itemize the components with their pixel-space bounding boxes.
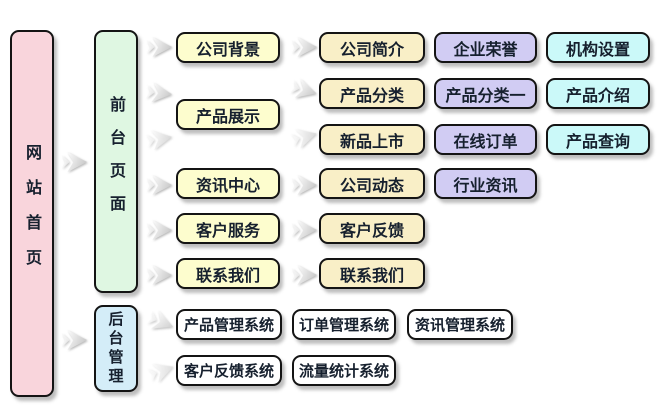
node-backend-admin: 后台管理 (94, 305, 138, 392)
node-company-background: 公司背景 (176, 32, 280, 63)
node-company-news: 公司动态 (319, 168, 425, 199)
node-product-category-1: 产品分类一 (434, 78, 537, 109)
arrow-product-display-to-new-products (290, 124, 320, 150)
arrow-frontend-to-contact-us (147, 265, 172, 285)
node-product-categories: 产品分类 (319, 78, 425, 109)
node-product-display: 产品展示 (176, 99, 280, 130)
node-industry-news: 行业资讯 (434, 168, 537, 199)
arrow-frontend-to-product-display-lower (145, 127, 173, 151)
arrow-product-display-to-categories (290, 77, 320, 103)
arrow-news-center-to-company-news (292, 175, 317, 195)
node-customer-service: 客户服务 (176, 213, 280, 244)
node-frontend-pages: 前台页面 (94, 30, 138, 293)
node-new-products: 新品上市 (319, 124, 425, 155)
arrow-customer-service-to-feedback (292, 220, 317, 240)
node-product-search: 产品查询 (546, 124, 650, 155)
arrow-backend-to-product-mgmt (146, 308, 177, 336)
arrow-frontend-to-company-background (147, 37, 172, 57)
node-customer-feedback: 客户反馈 (319, 213, 425, 244)
arrow-home-to-frontend (62, 152, 87, 172)
node-product-mgmt-system: 产品管理系统 (176, 309, 282, 340)
node-contact-us-page: 联系我们 (319, 258, 425, 289)
node-site-home: 网站首页 (10, 30, 54, 397)
arrow-contact-us-to-contact-page (292, 265, 317, 285)
node-traffic-stats-system: 流量统计系统 (292, 355, 396, 386)
node-company-profile: 公司简介 (319, 32, 425, 63)
node-order-mgmt-system: 订单管理系统 (292, 309, 396, 340)
node-news-center: 资讯中心 (176, 168, 280, 199)
node-online-orders: 在线订单 (434, 124, 537, 155)
arrow-frontend-to-customer-service (147, 220, 172, 240)
arrow-home-to-backend (62, 330, 87, 350)
arrow-frontend-to-product-display-upper (146, 82, 173, 105)
arrow-company-background-to-profile (292, 37, 317, 57)
node-org-setup: 机构设置 (546, 32, 650, 63)
node-news-mgmt-system: 资讯管理系统 (407, 309, 513, 340)
node-feedback-system: 客户反馈系统 (176, 355, 282, 386)
node-product-intro: 产品介绍 (546, 78, 650, 109)
arrow-backend-to-feedback-system (146, 357, 176, 384)
node-contact-us: 联系我们 (176, 258, 280, 289)
arrow-frontend-to-news-center (147, 175, 172, 195)
node-company-honors: 企业荣誉 (434, 32, 537, 63)
